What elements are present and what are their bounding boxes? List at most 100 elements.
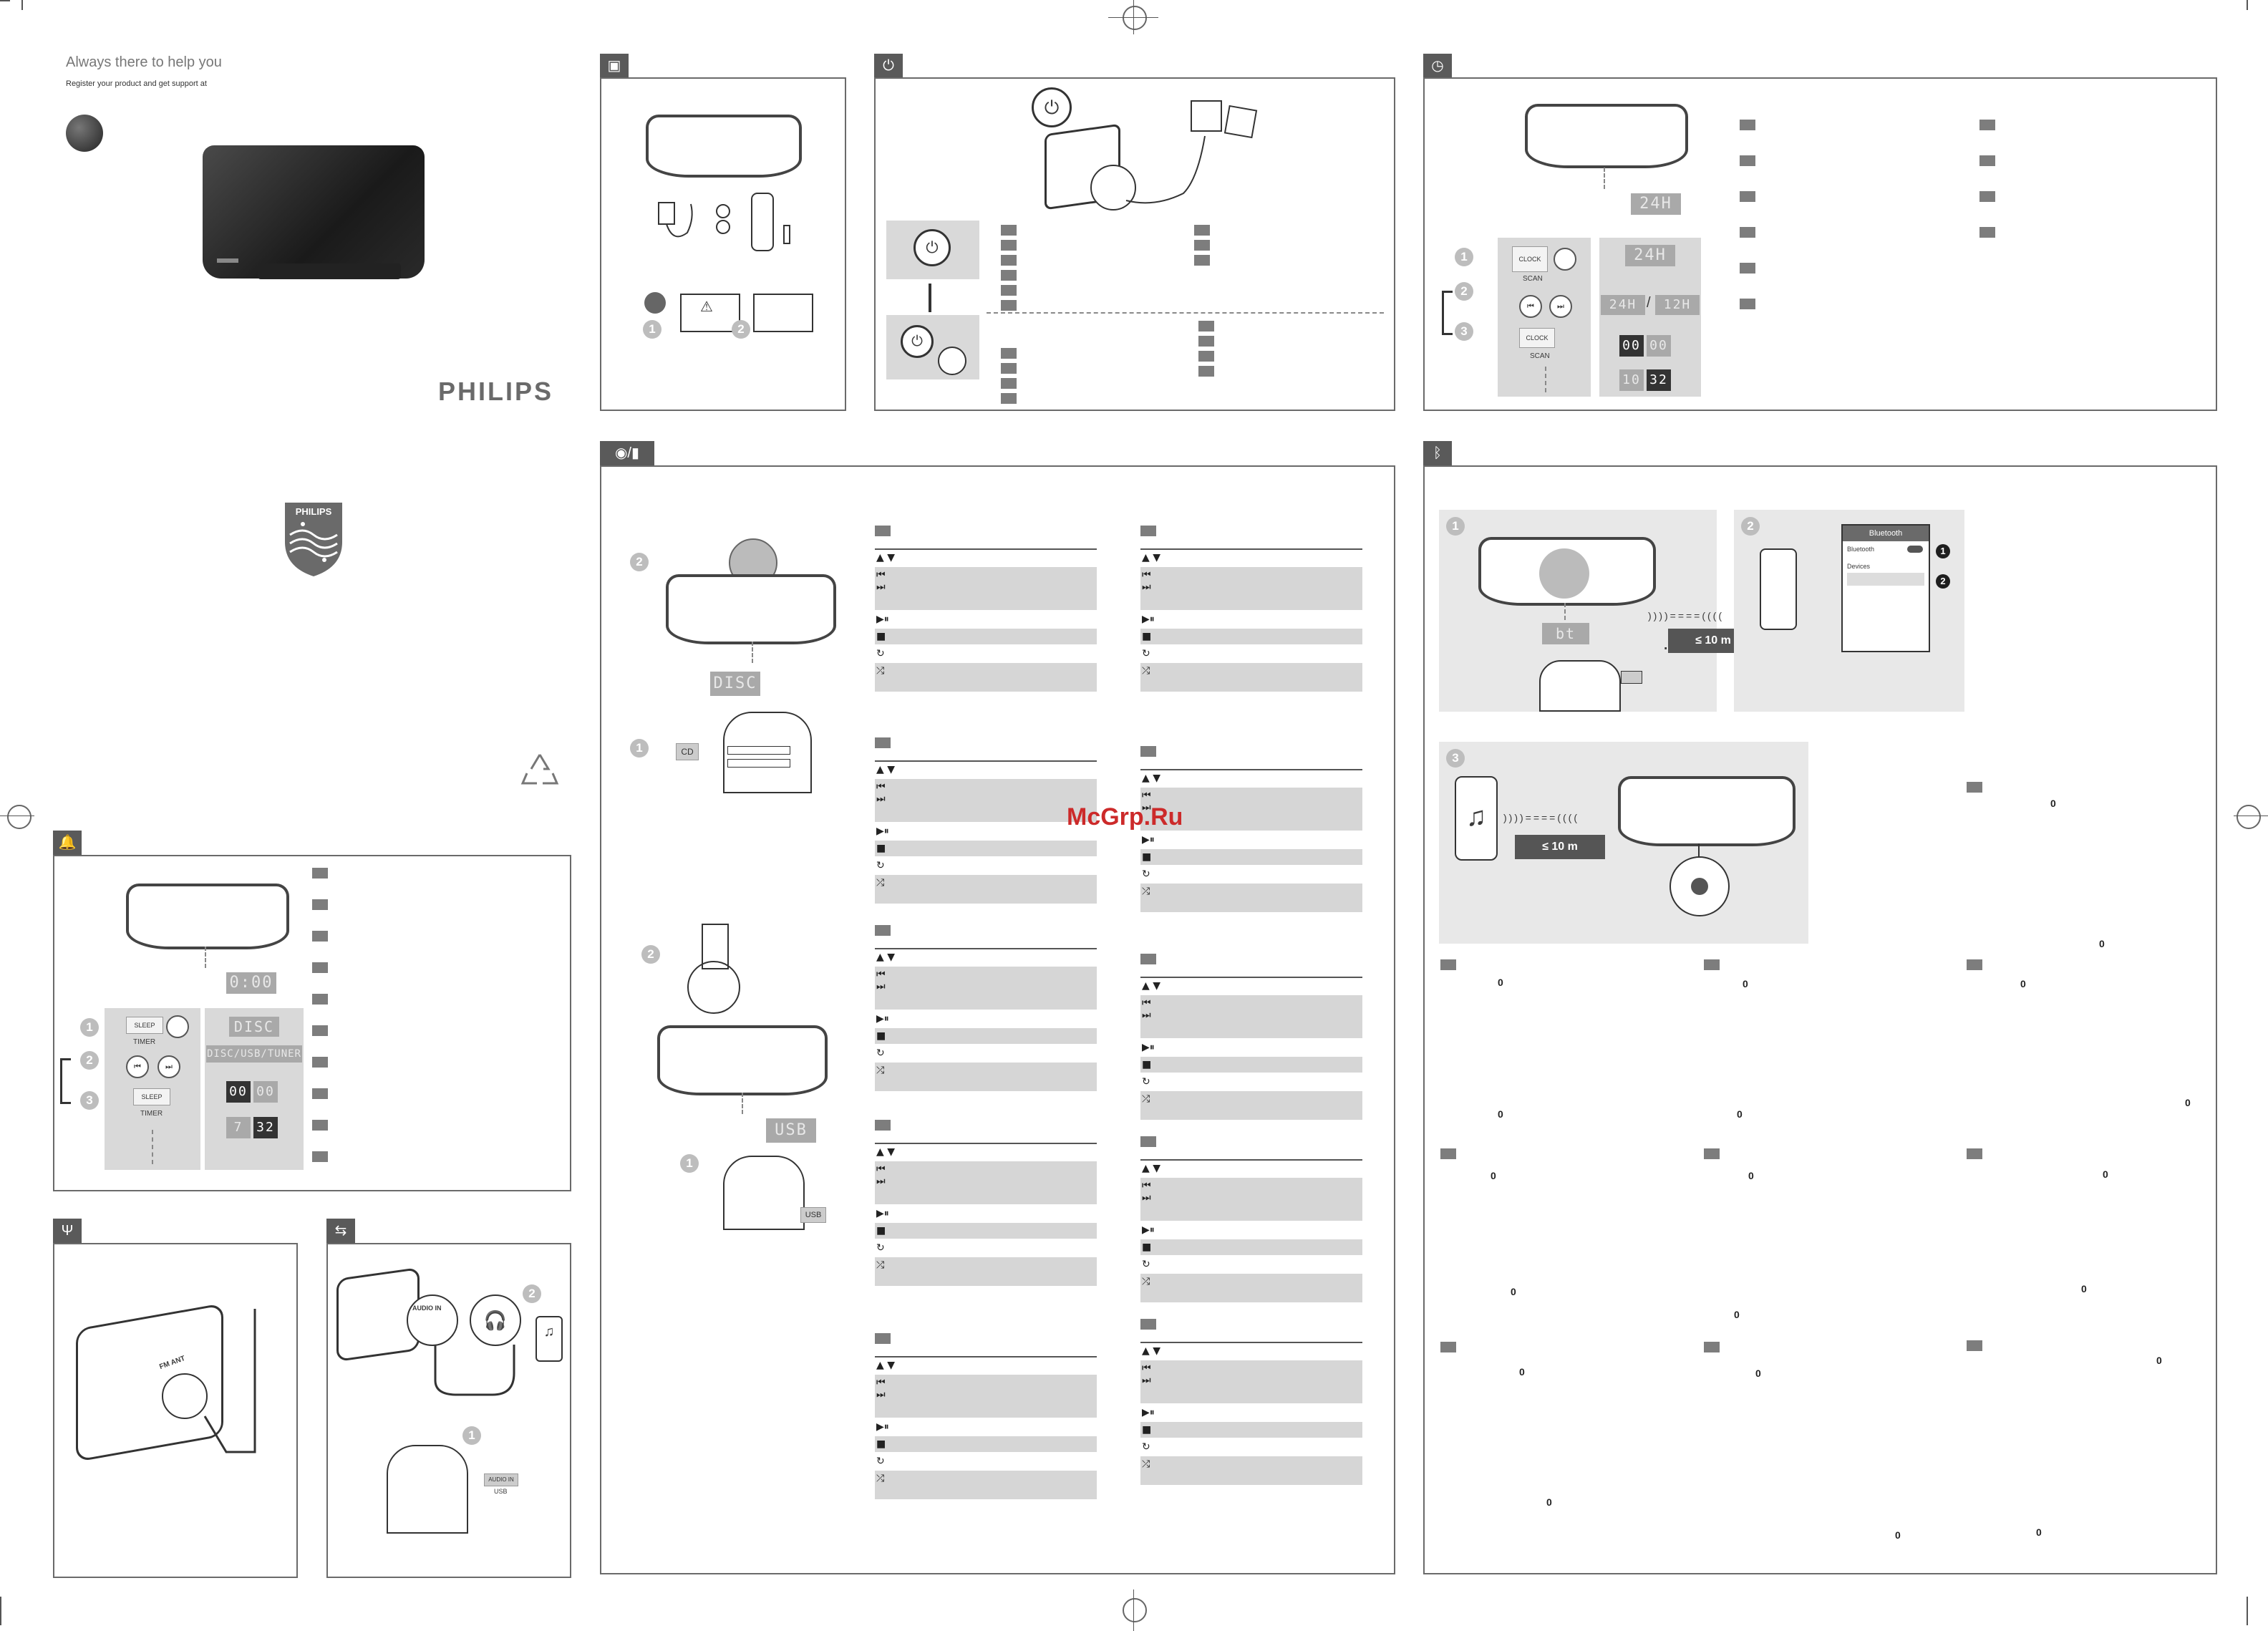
- timer-label: TIMER: [133, 1038, 155, 1046]
- table-row: [1140, 770, 1362, 786]
- play-pause-icon: ▶⏸: [876, 1013, 889, 1025]
- shield-text: PHILIPS: [296, 506, 332, 517]
- repeat-icon: ↻: [876, 1456, 885, 1467]
- audio-in-jack-callout: AUDIO IN: [407, 1294, 458, 1346]
- table-row: [1140, 1074, 1362, 1090]
- nav-icon: ▲ ▼: [1142, 980, 1160, 992]
- table-row: [875, 1419, 1097, 1435]
- lang-marker: [1001, 393, 1017, 404]
- audio-cable: [428, 1345, 521, 1409]
- prev-button[interactable]: ⏮: [1519, 295, 1542, 318]
- crop-mark: [21, 0, 23, 10]
- table-row: [875, 646, 1097, 662]
- lang-marker: [1198, 321, 1214, 331]
- next-icon: ⏭: [1142, 1192, 1151, 1204]
- repeat-icon: ↻: [1142, 1259, 1150, 1270]
- step-number: 1: [1455, 248, 1473, 266]
- hold-timer-icon: [166, 1015, 189, 1038]
- repeat-icon: ↻: [876, 1047, 885, 1059]
- alarm-panel: 0:00 SLEEP TIMER ⏮ ⏭ SLEEP TIMER DISC DI…: [53, 855, 571, 1191]
- power-panel: ⏻ ⏻ ⏻: [874, 77, 1395, 411]
- minute-digits: 32: [253, 1117, 278, 1138]
- audio-in-button[interactable]: AUDIO IN: [484, 1473, 518, 1486]
- step-number: 3: [1455, 322, 1473, 341]
- bt-button-reference: 0: [1498, 977, 1503, 988]
- bt-button-reference: 0: [1743, 978, 1748, 989]
- lang-marker: [1198, 366, 1214, 377]
- step-number: 1: [80, 1018, 99, 1037]
- clock-display-column: 24H 24H / 12H 00 00 10 32: [1599, 238, 1701, 397]
- lang-marker: [875, 1120, 891, 1131]
- clock-button[interactable]: CLOCK: [1519, 328, 1555, 348]
- cd-button[interactable]: CD: [676, 743, 699, 760]
- table-row: [1140, 567, 1362, 610]
- minute-digits: 00: [1647, 335, 1671, 357]
- prev-icon: ⏮: [1142, 1363, 1151, 1374]
- next-button[interactable]: ⏭: [1549, 295, 1572, 318]
- bt-button-reference: 0: [2185, 1097, 2191, 1108]
- prev-icon: ⏮: [1142, 569, 1151, 581]
- lang-marker: [1001, 348, 1017, 359]
- step-number: 2: [1455, 282, 1473, 301]
- prev-button[interactable]: ⏮: [126, 1055, 149, 1078]
- lang-marker: [875, 526, 891, 536]
- remote-control: [723, 1156, 805, 1230]
- lang-marker: [1001, 300, 1017, 311]
- hold-timer-icon: [1554, 248, 1576, 271]
- device-outline: [666, 574, 836, 644]
- table-row: [1140, 1439, 1362, 1455]
- next-icon: ⏭: [876, 793, 886, 805]
- audio-in-label: AUDIO IN: [412, 1305, 442, 1312]
- bt-button-reference: 0: [1734, 1309, 1740, 1320]
- stop-icon: ■: [1142, 851, 1151, 863]
- badge-number: 2: [1936, 574, 1950, 589]
- table-row: [875, 1223, 1097, 1239]
- bt-button-reference: 0: [1491, 1170, 1496, 1181]
- cover-register-text: Register your product and get support at: [66, 79, 207, 88]
- bt-button-reference: 0: [2103, 1168, 2108, 1180]
- repeat-icon: ↻: [876, 648, 885, 659]
- lang-marker: [1140, 1319, 1156, 1330]
- bt-toggle[interactable]: [1907, 546, 1923, 553]
- tab-fm-antenna: Ψ: [53, 1219, 82, 1243]
- play-pause-icon: ▶⏸: [876, 826, 889, 837]
- table-row: [1140, 550, 1362, 566]
- stop-icon: ■: [1142, 631, 1151, 642]
- next-button[interactable]: ⏭: [158, 1055, 180, 1078]
- scan-label: SCAN: [1523, 275, 1543, 283]
- stop-icon: ■: [1142, 1242, 1151, 1253]
- lang-marker: [875, 925, 891, 936]
- repeat-icon: ↻: [876, 1242, 885, 1254]
- table-row: [1140, 1222, 1362, 1238]
- table-row: [875, 1375, 1097, 1418]
- sleep-button[interactable]: SLEEP: [133, 1088, 170, 1105]
- lang-marker: [1440, 1148, 1456, 1159]
- table-row: [875, 663, 1097, 692]
- lang-marker: [1704, 1148, 1720, 1159]
- hour-digits: 10: [1619, 369, 1644, 391]
- table-row: [875, 567, 1097, 610]
- step-number: 1: [680, 1154, 699, 1173]
- clock-button[interactable]: CLOCK: [1512, 246, 1548, 272]
- usb-button[interactable]: USB: [800, 1207, 826, 1223]
- lang-marker: [1967, 1148, 1982, 1159]
- bt-button-reference: 0: [1755, 1368, 1761, 1379]
- step-number: 2: [732, 320, 750, 339]
- prev-icon: ⏮: [1142, 1180, 1151, 1191]
- minute-digits: 00: [253, 1081, 278, 1103]
- table-row: [1140, 1161, 1362, 1176]
- hold-timer-icon: [938, 347, 966, 375]
- toggle-arrow: [929, 284, 931, 312]
- table-row: [1140, 832, 1362, 848]
- sleep-button[interactable]: SLEEP: [126, 1017, 163, 1034]
- prev-icon: ⏮: [876, 1163, 886, 1175]
- play-button-callout: [1670, 856, 1730, 916]
- crop-mark: [1108, 17, 1158, 18]
- table-row: [875, 875, 1097, 904]
- bt-button-reference: 0: [1511, 1286, 1516, 1297]
- shuffle-icon: ⤮: [876, 665, 884, 677]
- bt-device-item[interactable]: [1847, 573, 1924, 586]
- lang-marker: [1967, 1340, 1982, 1351]
- bt-button[interactable]: [1621, 671, 1642, 684]
- device-outline: [1618, 776, 1796, 846]
